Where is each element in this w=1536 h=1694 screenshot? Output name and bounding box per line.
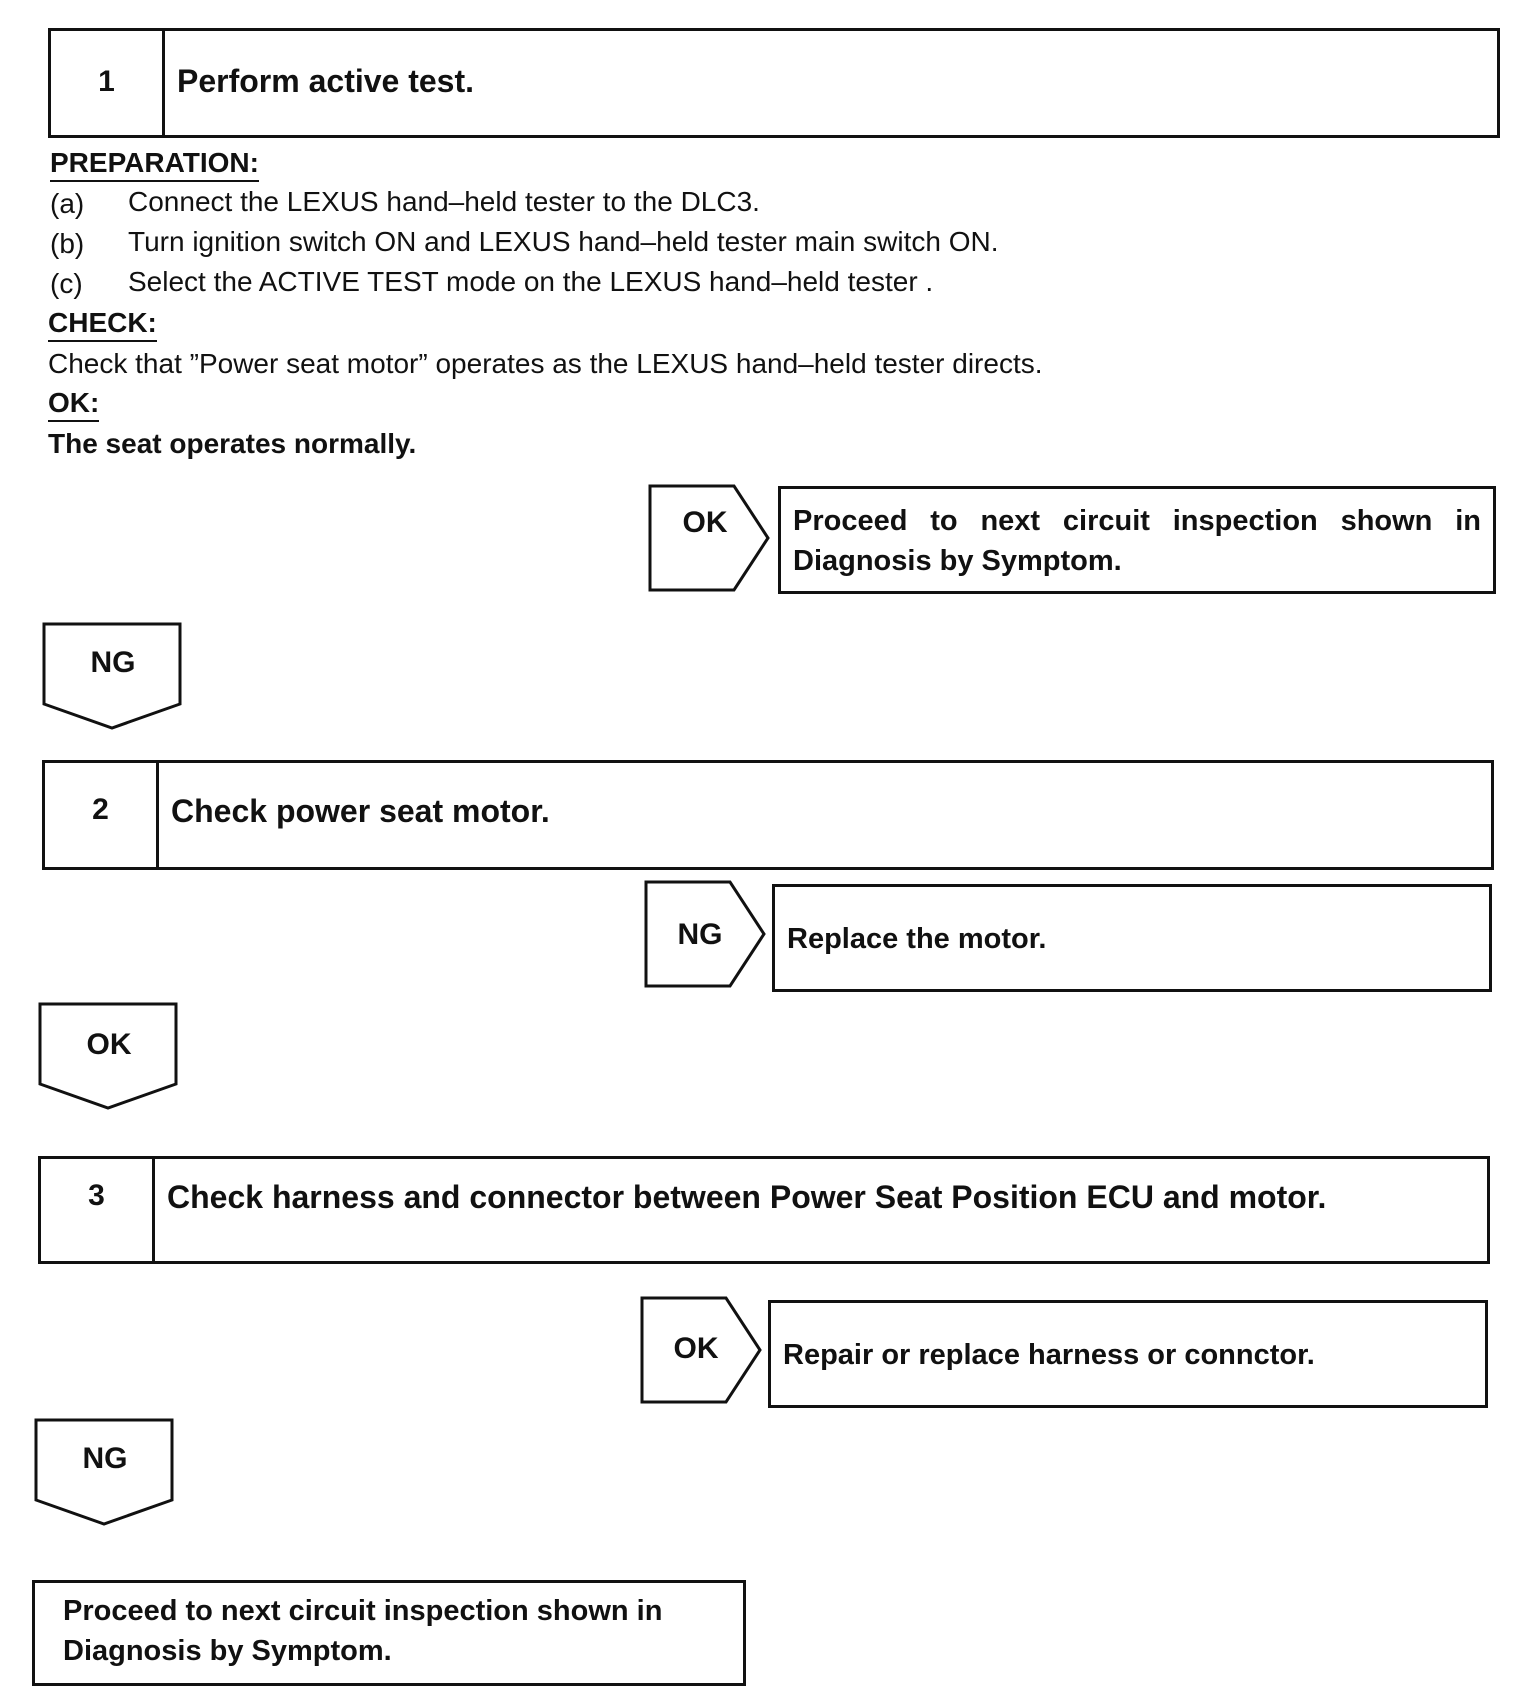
step-3-box: 3 Check harness and connector between Po… — [38, 1156, 1490, 1264]
step-3-number: 3 — [41, 1159, 155, 1261]
step1-ok-tag: OK — [682, 506, 728, 539]
step-2-box: 2 Check power seat motor. — [42, 760, 1494, 870]
step3-ok-tag: OK — [673, 1332, 719, 1365]
step-1-title: Perform active test. — [177, 63, 475, 99]
prep-item-b-letter: (b) — [50, 228, 85, 259]
prep-item-b-text: Turn ignition switch ON and LEXUS hand–h… — [128, 226, 999, 257]
step-1-box: 1 Perform active test. — [48, 28, 1500, 138]
step3-ok-arrow-shape — [640, 1296, 762, 1404]
prep-item-a-letter: (a) — [50, 188, 85, 219]
step1-ng-arrow-shape — [42, 622, 182, 730]
step-1-number: 1 — [51, 31, 165, 135]
final-result-line2: Diagnosis by Symptom. — [63, 1635, 392, 1667]
prep-item-c-text: Select the ACTIVE TEST mode on the LEXUS… — [128, 266, 934, 297]
step-3-title: Check harness and connector between Powe… — [167, 1179, 1327, 1215]
step1-ng-tag: NG — [90, 646, 136, 679]
step2-ng-result-text: Replace the motor. — [787, 923, 1047, 955]
prep-item-a-text: Connect the LEXUS hand–held tester to th… — [128, 186, 760, 217]
preparation-label: PREPARATION: — [50, 146, 259, 182]
ok-criteria-text: The seat operates normally. — [48, 428, 417, 459]
check-label: CHECK: — [48, 306, 157, 342]
step1-ok-arrow-shape — [648, 484, 770, 592]
final-result-box: Proceed to next circuit inspection shown… — [32, 1580, 746, 1686]
step2-ok-tag: OK — [86, 1028, 132, 1061]
step3-ok-result-box: Repair or replace harness or connctor. — [768, 1300, 1488, 1408]
step1-ok-result-box: Proceed to next circuit inspection shown… — [778, 486, 1496, 594]
step1-ok-result-line1: Proceed to next circuit inspection shown… — [793, 505, 1481, 537]
step-2-number: 2 — [45, 763, 159, 867]
step-2-title: Check power seat motor. — [171, 793, 550, 829]
ok-criteria-label: OK: — [48, 386, 100, 422]
step3-ok-result-text: Repair or replace harness or connctor. — [783, 1339, 1315, 1371]
step1-ok-result-line2: Diagnosis by Symptom. — [793, 545, 1122, 577]
step2-ok-arrow-shape — [38, 1002, 178, 1110]
step2-ng-tag: NG — [677, 918, 723, 951]
check-text: Check that ”Power seat motor” operates a… — [48, 348, 1043, 379]
prep-item-c-letter: (c) — [50, 268, 83, 299]
step3-ng-tag: NG — [82, 1442, 128, 1475]
step2-ng-result-box: Replace the motor. — [772, 884, 1492, 992]
final-result-line1: Proceed to next circuit inspection shown… — [63, 1595, 663, 1627]
step3-ng-arrow-shape — [34, 1418, 174, 1526]
step2-ng-arrow-shape — [644, 880, 766, 988]
